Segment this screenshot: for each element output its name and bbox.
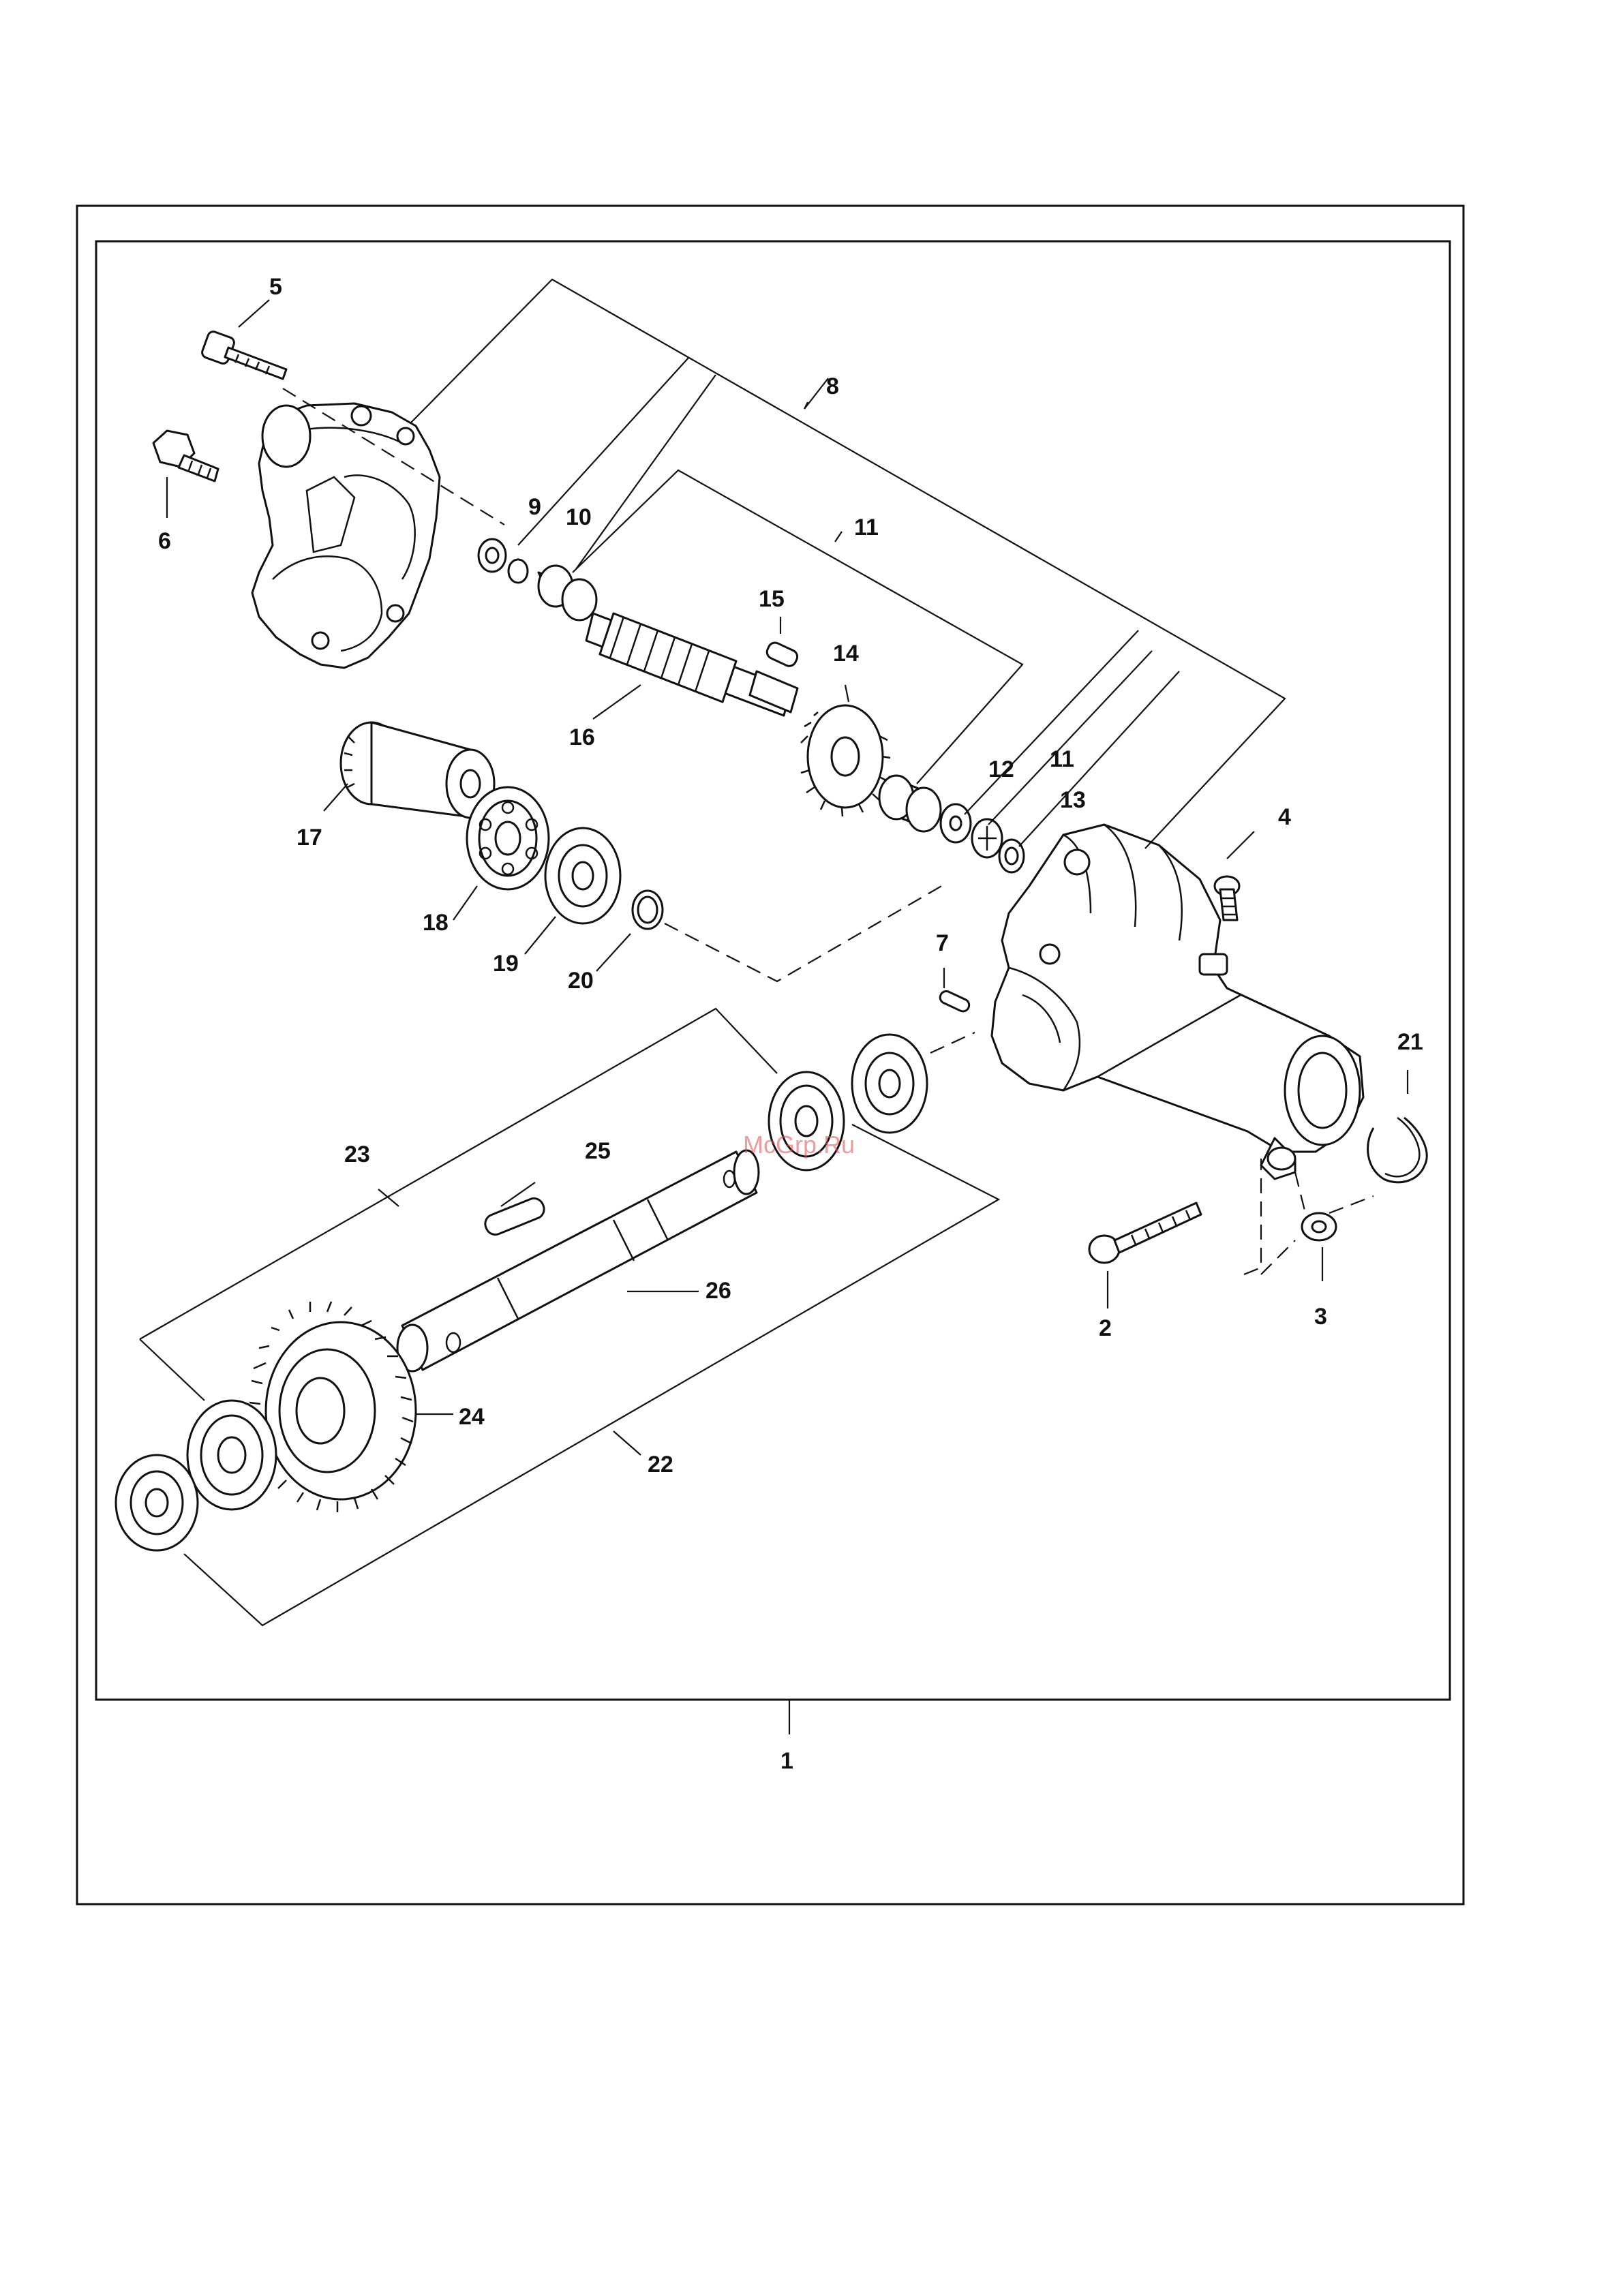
- callout-13: 13: [1060, 787, 1086, 813]
- ball-bearing-23-left: [187, 1400, 276, 1510]
- callout-1: 1: [780, 1748, 793, 1774]
- sealed-bearing-19: [545, 828, 620, 923]
- gear-14: [801, 705, 890, 816]
- seal-ring-9: [479, 539, 506, 572]
- output-shaft-26: [397, 1150, 759, 1371]
- callout-24: 24: [459, 1404, 485, 1430]
- needle-bushing: [539, 566, 596, 620]
- callout-3: 3: [1314, 1304, 1327, 1330]
- callout-17: 17: [297, 825, 322, 851]
- gear-housing: [992, 825, 1363, 1179]
- pinion-17: [341, 722, 494, 818]
- washer-12: [941, 804, 971, 842]
- callout-25: 25: [585, 1138, 611, 1164]
- housing-cover: [252, 403, 440, 668]
- callout-5: 5: [269, 274, 282, 300]
- callout-11b: 11: [1050, 746, 1074, 772]
- callout-22: 22: [648, 1452, 673, 1478]
- sealed-bearing-22-left: [116, 1455, 198, 1550]
- needle-sleeve-11: [879, 776, 941, 831]
- sealed-bearing-22-right: [852, 1035, 927, 1133]
- key-15: [765, 641, 800, 669]
- screw-5: [200, 330, 286, 379]
- callout-18: 18: [423, 910, 449, 936]
- key-25: [483, 1195, 547, 1238]
- callout-20: 20: [568, 968, 594, 994]
- ball-bearing-18: [467, 787, 549, 889]
- washer-11: [972, 819, 1002, 857]
- callout-21: 21: [1397, 1029, 1423, 1055]
- callout-4: 4: [1278, 804, 1291, 830]
- callout-9: 9: [528, 494, 541, 520]
- callout-8: 8: [826, 373, 839, 399]
- callout-19: 19: [493, 951, 519, 977]
- callout-14: 14: [833, 641, 859, 667]
- snap-ring-20: [633, 891, 663, 929]
- callout-12: 12: [988, 756, 1014, 782]
- worm-shaft-16: [586, 613, 798, 716]
- bolt-2: [1089, 1203, 1201, 1263]
- circlip-21: [1368, 1118, 1427, 1182]
- callout-7: 7: [936, 930, 949, 956]
- callout-26: 26: [706, 1278, 731, 1304]
- callout-6: 6: [158, 528, 171, 554]
- pin-7: [938, 990, 971, 1013]
- washer-3: [1302, 1213, 1336, 1240]
- callout-15: 15: [759, 586, 785, 612]
- callout-2: 2: [1099, 1315, 1112, 1341]
- gear-24: [249, 1302, 416, 1512]
- callout-16: 16: [569, 724, 595, 750]
- screw-4: [1215, 876, 1239, 920]
- callout-23: 23: [344, 1142, 370, 1167]
- bolt-6: [153, 431, 218, 481]
- watermark: McGrp.Ru: [743, 1131, 855, 1159]
- callout-10: 10: [566, 504, 592, 530]
- o-ring-10: [509, 560, 528, 583]
- callout-11a: 11: [854, 515, 879, 540]
